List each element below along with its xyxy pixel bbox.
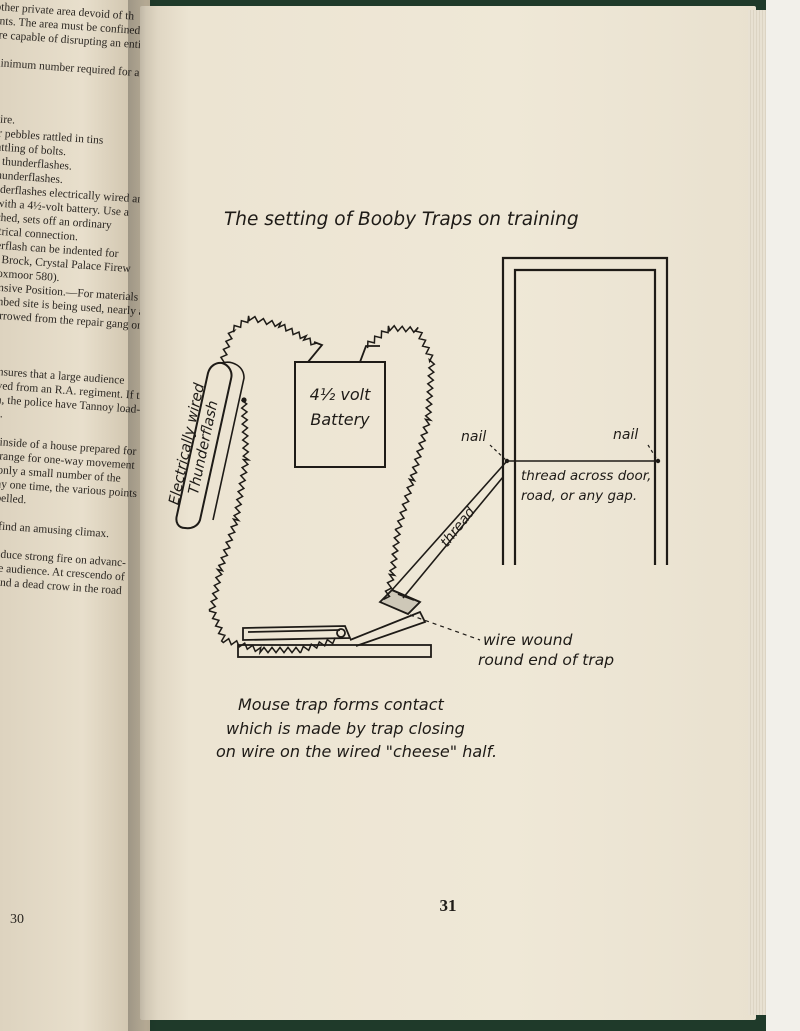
battery-terminal-right: [359, 345, 380, 363]
coiled-wire-left: [208, 399, 336, 656]
coiled-wire-top: [219, 315, 318, 364]
diagonal-thread: [391, 460, 508, 591]
wire-junction-icon: [241, 397, 247, 403]
thunderflash-icon: [175, 361, 245, 530]
mouse-trap-icon: [237, 588, 432, 658]
coiled-wire-right: [366, 324, 436, 601]
back-cover: [766, 0, 800, 1031]
door-frame: [501, 256, 669, 565]
thread-label: thread: [438, 504, 479, 550]
right-page: [140, 6, 756, 1020]
left-page-number: 30: [10, 912, 24, 927]
right-page-number: 31: [439, 896, 457, 915]
battery-label-2: Battery: [310, 410, 370, 429]
wire-wound-pointer: [409, 614, 481, 641]
battery-label-1: 4½ volt: [310, 385, 371, 404]
right-nail-pointer: [647, 444, 659, 462]
wire-wound-label-2: round end of trap: [478, 651, 614, 669]
diagram-title: The setting of Booby Traps on training: [224, 209, 579, 230]
battery-icon: [294, 361, 386, 468]
right-nail-label: nail: [613, 427, 638, 443]
wire-wound-label-1: wire wound: [483, 631, 573, 649]
book-gutter: [128, 0, 158, 1031]
page-edges: [748, 10, 770, 1015]
left-nail-pointer: [489, 444, 508, 462]
left-nail-label: nail: [461, 429, 486, 445]
caption-line-2: which is made by trap closing: [226, 719, 465, 738]
caption-line-1: Mouse trap forms contact: [238, 695, 445, 714]
battery-terminal-left: [307, 341, 324, 363]
thread-across-label-2: road, or any gap.: [521, 488, 637, 504]
caption-line-3: on wire on the wired "cheese" half.: [216, 742, 497, 761]
thread-across-label-1: thread across door,: [521, 468, 651, 484]
diagonal-thread-edge: [402, 476, 504, 599]
